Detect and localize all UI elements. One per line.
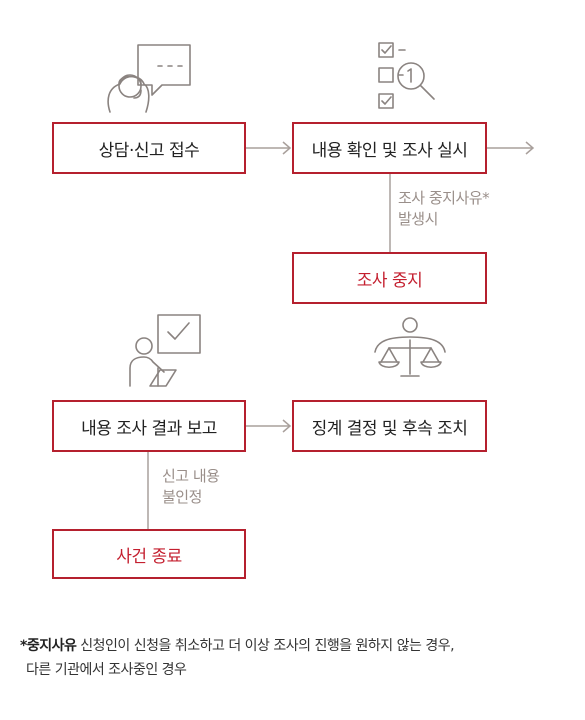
step-report-box: 내용 조사 결과 보고 <box>52 400 246 452</box>
footnote: *중지사유 신청인이 신청을 취소하고 더 이상 조사의 진행을 원하지 않는 … <box>20 634 455 682</box>
step-discipline-box: 징계 결정 및 후속 조치 <box>292 400 487 452</box>
justice-scale-icon <box>374 317 446 377</box>
checklist-search-icon <box>378 42 435 109</box>
step-receive-label: 상담·신고 접수 <box>98 140 200 161</box>
step-check-label: 내용 확인 및 조사 실시 <box>311 140 468 161</box>
footnote-line2: 다른 기관에서 조사중인 경우 <box>26 662 187 678</box>
stop-condition-note: 조사 중지사유* 발생시 <box>398 188 490 230</box>
step-check-box: 내용 확인 및 조사 실시 <box>292 122 487 174</box>
arrow-check-to-next <box>487 141 535 155</box>
step-report-label: 내용 조사 결과 보고 <box>81 418 217 439</box>
footnote-line1: 신청인이 신청을 취소하고 더 이상 조사의 진행을 원하지 않는 경우, <box>76 638 455 654</box>
step-stop-box: 조사 중지 <box>292 252 487 304</box>
report-presenter-icon <box>129 314 201 387</box>
reject-condition-note: 신고 내용 불인정 <box>162 466 220 508</box>
step-close-label: 사건 종료 <box>116 546 182 567</box>
reject-condition-line2: 불인정 <box>162 488 202 506</box>
step-stop-label: 조사 중지 <box>356 270 423 291</box>
consultation-icon <box>107 44 191 113</box>
step-receive-box: 상담·신고 접수 <box>52 122 246 174</box>
step-close-box: 사건 종료 <box>52 529 246 579</box>
footnote-term: *중지사유 <box>20 638 77 654</box>
reject-condition-line1: 신고 내용 <box>162 467 220 485</box>
stop-condition-line1: 조사 중지사유* <box>398 189 490 207</box>
arrow-receive-to-check <box>246 141 292 155</box>
arrow-report-to-discipline <box>246 419 292 433</box>
stop-condition-line2: 발생시 <box>398 210 438 228</box>
step-discipline-label: 징계 결정 및 후속 조치 <box>311 418 468 439</box>
